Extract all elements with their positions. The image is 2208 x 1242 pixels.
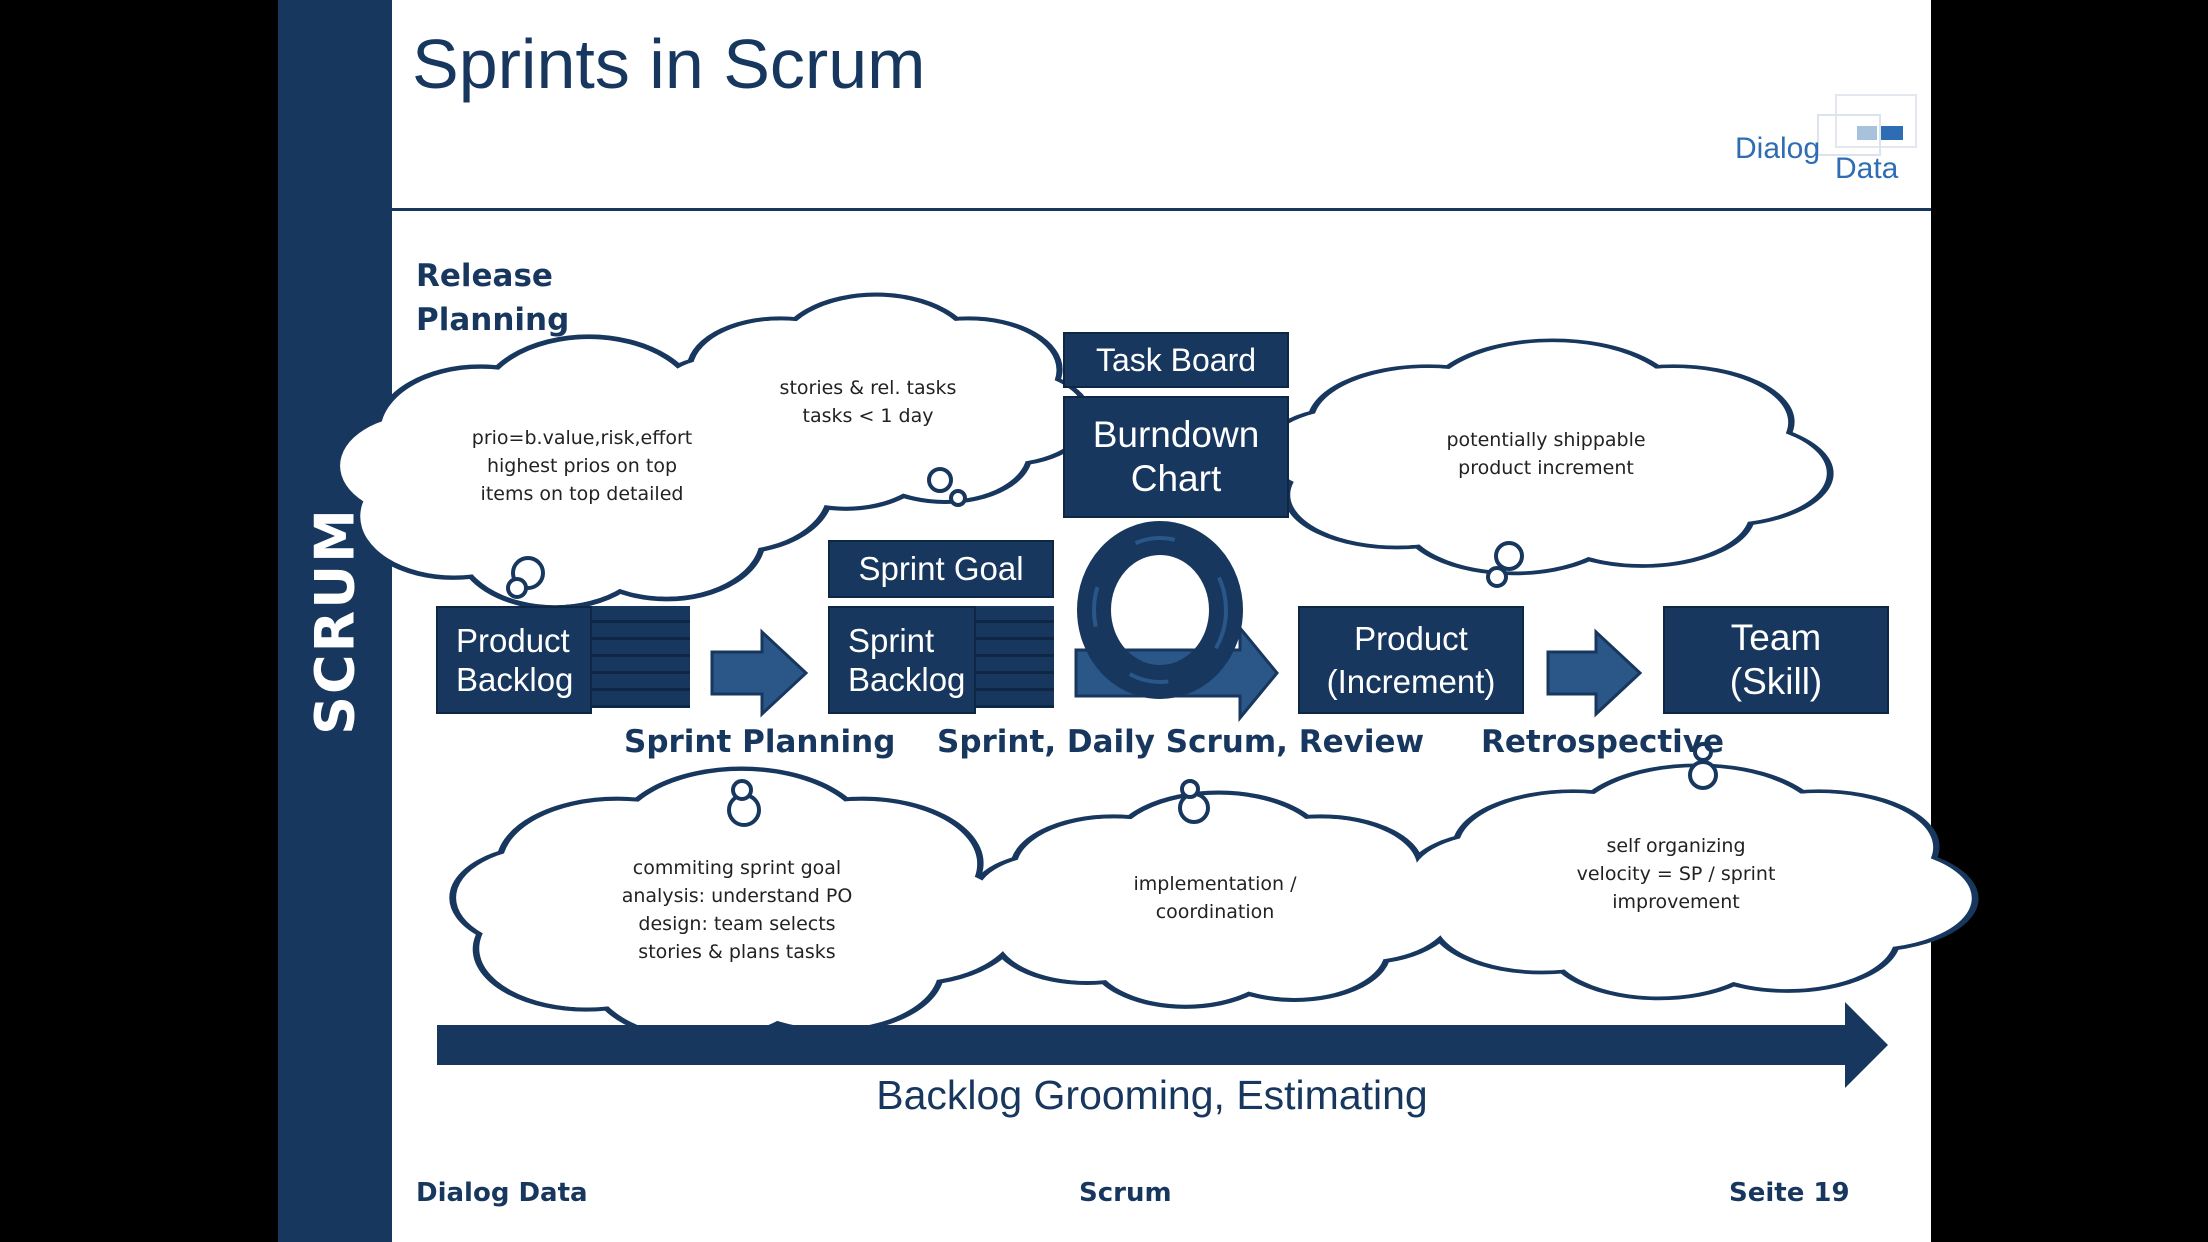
cloud-text-product-backlog: prio=b.value,risk,effort highest prios o… (471, 427, 693, 505)
release-planning-label: Release Planning (416, 254, 569, 342)
footer-page-number: Seite 19 (1729, 1178, 1850, 1208)
task-board-box: Task Board (1063, 332, 1289, 388)
burndown-chart-label: Burndown Chart (1092, 414, 1260, 499)
sidebar (278, 0, 392, 1242)
cloud-text-sprint-backlog: stories & rel. tasks tasks < 1 day (779, 377, 957, 427)
task-board-label: Task Board (1095, 341, 1257, 378)
sprint-planning-label: Sprint Planning (624, 724, 896, 760)
retrospective-label: Retrospective (1481, 724, 1725, 760)
sprint-daily-review-label: Sprint, Daily Scrum, Review (937, 724, 1425, 760)
backlog-grooming-label: Backlog Grooming, Estimating (876, 1072, 1428, 1118)
product-backlog-box: Product Backlog (436, 606, 592, 714)
thought-bubbles (506, 467, 1718, 827)
burndown-chart-box: Burndown Chart (1063, 396, 1289, 518)
logo-text-dialog: Dialog (1735, 132, 1821, 165)
product-increment-box: Product (Increment) (1298, 606, 1524, 714)
logo-text-data: Data (1835, 152, 1899, 185)
sprint-goal-label: Sprint Goal (858, 550, 1024, 587)
cloud-text-planning: commiting sprint goal analysis: understa… (621, 857, 853, 963)
team-skill-label: Team (Skill) (1729, 617, 1823, 702)
release-line-2: Planning (416, 302, 570, 338)
cloud-text-sprint: implementation / coordination (1133, 873, 1297, 923)
sprint-backlog-box: Sprint Backlog (828, 606, 976, 714)
cloud-text-increment: potentially shippable product increment (1446, 429, 1646, 479)
footer-center: Scrum (1079, 1178, 1172, 1208)
sprint-goal-box: Sprint Goal (828, 540, 1054, 598)
sprint-backlog-label: Sprint Backlog (848, 622, 966, 698)
release-line-1: Release (416, 258, 553, 294)
product-increment-label: Product (Increment) (1326, 620, 1496, 700)
cloud-text-retrospective: self organizing velocity = SP / sprint i… (1576, 835, 1776, 913)
grooming-arrow (437, 1002, 1888, 1088)
company-logo: Dialog Data (1735, 90, 1925, 185)
team-skill-box: Team (Skill) (1663, 606, 1889, 714)
header-divider (392, 208, 1931, 211)
product-backlog-label: Product Backlog (456, 622, 574, 698)
slide-title: Sprints in Scrum (412, 25, 926, 103)
sprint-backlog-stack (976, 606, 1054, 708)
product-backlog-stack (592, 606, 690, 708)
sprint-cycle-icon (1077, 521, 1243, 699)
footer-left: Dialog Data (416, 1178, 588, 1208)
